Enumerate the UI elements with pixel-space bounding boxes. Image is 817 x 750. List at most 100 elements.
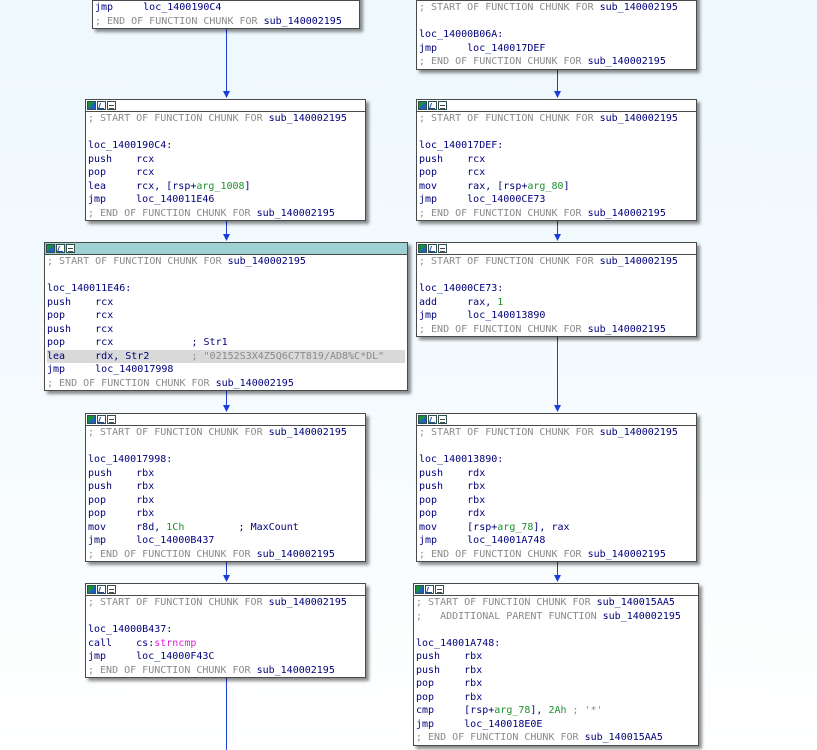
code-block[interactable]: ; START OF FUNCTION CHUNK FOR sub_140002… — [416, 99, 697, 221]
graph-icon[interactable] — [428, 101, 437, 110]
code-line[interactable]: loc_140013890: — [419, 453, 694, 467]
code-line[interactable] — [88, 440, 363, 454]
block-header[interactable] — [417, 0, 696, 1]
code-line[interactable]: loc_140011E46: — [47, 282, 405, 296]
code-line[interactable] — [419, 440, 694, 454]
code-line[interactable]: ; END OF FUNCTION CHUNK FOR sub_14000219… — [419, 548, 694, 562]
code-line[interactable]: ; START OF FUNCTION CHUNK FOR sub_140002… — [419, 426, 694, 440]
color-icon[interactable] — [87, 415, 96, 424]
code-line[interactable]: pop rbx — [88, 494, 363, 508]
code-line[interactable]: jmp loc_140013890 — [419, 309, 694, 323]
code-line[interactable] — [88, 610, 363, 624]
code-line[interactable]: loc_14001A748: — [416, 637, 696, 651]
code-line[interactable]: push rbx — [88, 480, 363, 494]
code-line[interactable]: ; END OF FUNCTION CHUNK FOR sub_14000219… — [419, 55, 694, 69]
names-icon[interactable] — [438, 244, 447, 253]
code-line[interactable]: loc_1400190C4: — [88, 139, 363, 153]
code-line[interactable]: pop rcx — [88, 166, 363, 180]
graph-icon[interactable] — [97, 415, 106, 424]
names-icon[interactable] — [66, 244, 75, 253]
code-line[interactable] — [47, 269, 405, 283]
block-header[interactable] — [417, 243, 696, 255]
code-line[interactable]: ; START OF FUNCTION CHUNK FOR sub_140002… — [88, 112, 363, 126]
code-line[interactable]: jmp loc_140017DEF — [419, 42, 694, 56]
block-header[interactable] — [86, 584, 365, 596]
code-block[interactable]: ; START OF FUNCTION CHUNK FOR sub_140002… — [85, 413, 366, 562]
code-line[interactable]: pop rdx — [419, 507, 694, 521]
code-line[interactable]: jmp loc_14000CE73 — [419, 193, 694, 207]
code-line[interactable] — [419, 269, 694, 283]
code-line[interactable]: jmp loc_14000B437 — [88, 534, 363, 548]
graph-icon[interactable] — [97, 585, 106, 594]
graph-icon[interactable] — [425, 585, 434, 594]
code-line[interactable]: pop rcx — [419, 166, 694, 180]
code-line[interactable]: push rdx — [419, 467, 694, 481]
code-line[interactable]: mov [rsp+arg_78], rax — [419, 521, 694, 535]
names-icon[interactable] — [438, 415, 447, 424]
color-icon[interactable] — [46, 244, 55, 253]
block-header[interactable] — [45, 243, 407, 255]
code-block[interactable]: ; START OF FUNCTION CHUNK FOR sub_140002… — [85, 583, 366, 678]
code-line[interactable]: lea rcx, [rsp+arg_1008] — [88, 180, 363, 194]
code-line[interactable]: ; START OF FUNCTION CHUNK FOR sub_140002… — [88, 596, 363, 610]
color-icon[interactable] — [418, 244, 427, 253]
code-line[interactable]: ; START OF FUNCTION CHUNK FOR sub_140002… — [47, 255, 405, 269]
code-line[interactable]: loc_140017998: — [88, 453, 363, 467]
code-line[interactable]: ; START OF FUNCTION CHUNK FOR sub_140002… — [88, 426, 363, 440]
color-icon[interactable] — [415, 585, 424, 594]
code-line[interactable]: cmp [rsp+arg_78], 2Ah ; '*' — [416, 704, 696, 718]
graph-icon[interactable] — [56, 244, 65, 253]
code-line[interactable]: jmp loc_140017998 — [47, 363, 405, 377]
code-line[interactable]: ; END OF FUNCTION CHUNK FOR sub_14000219… — [419, 323, 694, 337]
code-line[interactable]: jmp loc_1400190C4 — [95, 1, 357, 15]
code-line[interactable]: pop rbx — [419, 494, 694, 508]
names-icon[interactable] — [435, 585, 444, 594]
code-line[interactable] — [416, 623, 696, 637]
code-line[interactable]: add rax, 1 — [419, 296, 694, 310]
block-header[interactable] — [417, 100, 696, 112]
code-block[interactable]: ; START OF FUNCTION CHUNK FOR sub_140002… — [85, 99, 366, 221]
code-line[interactable]: ; END OF FUNCTION CHUNK FOR sub_14000219… — [47, 377, 405, 391]
names-icon[interactable] — [107, 415, 116, 424]
code-line[interactable]: pop rcx — [47, 309, 405, 323]
code-line[interactable]: ; END OF FUNCTION CHUNK FOR sub_14000219… — [419, 207, 694, 221]
code-line[interactable]: ; START OF FUNCTION CHUNK FOR sub_140002… — [419, 112, 694, 126]
code-line[interactable]: mov r8d, 1Ch ; MaxCount — [88, 521, 363, 535]
code-line[interactable]: ; START OF FUNCTION CHUNK FOR sub_140002… — [419, 1, 694, 15]
code-line[interactable] — [419, 15, 694, 29]
code-line[interactable]: mov rax, [rsp+arg_80] — [419, 180, 694, 194]
color-icon[interactable] — [418, 101, 427, 110]
code-line[interactable]: loc_14000CE73: — [419, 282, 694, 296]
block-header[interactable] — [414, 584, 698, 596]
color-icon[interactable] — [87, 101, 96, 110]
code-line[interactable]: pop rbx — [416, 691, 696, 705]
code-line[interactable]: pop rbx — [416, 677, 696, 691]
code-line[interactable]: ; START OF FUNCTION CHUNK FOR sub_140015… — [416, 596, 696, 610]
code-line[interactable]: ; END OF FUNCTION CHUNK FOR sub_140015AA… — [416, 731, 696, 745]
block-header[interactable] — [86, 414, 365, 426]
code-line[interactable]: push rcx — [47, 323, 405, 337]
code-line[interactable] — [88, 126, 363, 140]
code-block[interactable]: ; START OF FUNCTION CHUNK FOR sub_140002… — [416, 0, 697, 70]
code-line[interactable]: pop rbx — [88, 507, 363, 521]
code-line[interactable]: push rbx — [416, 650, 696, 664]
code-line[interactable]: ; END OF FUNCTION CHUNK FOR sub_14000219… — [95, 15, 357, 29]
code-line[interactable]: loc_14000B06A: — [419, 28, 694, 42]
names-icon[interactable] — [107, 585, 116, 594]
code-block[interactable]: ; START OF FUNCTION CHUNK FOR sub_140015… — [413, 583, 699, 746]
color-icon[interactable] — [87, 585, 96, 594]
code-line[interactable]: push rbx — [88, 467, 363, 481]
code-line[interactable]: push rcx — [419, 153, 694, 167]
code-line[interactable]: call cs:strncmp — [88, 637, 363, 651]
names-icon[interactable] — [438, 101, 447, 110]
color-icon[interactable] — [418, 415, 427, 424]
code-line[interactable]: ; END OF FUNCTION CHUNK FOR sub_14000219… — [88, 548, 363, 562]
code-line-highlighted[interactable]: lea rdx, Str2 ; "02152S3X4Z5Q6C7T819/AD8… — [47, 349, 405, 363]
block-header[interactable] — [417, 414, 696, 426]
code-line[interactable]: ; END OF FUNCTION CHUNK FOR sub_14000219… — [88, 664, 363, 678]
code-block[interactable]: jmp loc_1400190C4; END OF FUNCTION CHUNK… — [92, 0, 360, 29]
graph-icon[interactable] — [97, 101, 106, 110]
code-line[interactable]: jmp loc_140011E46 — [88, 193, 363, 207]
code-line[interactable]: push rcx — [47, 296, 405, 310]
